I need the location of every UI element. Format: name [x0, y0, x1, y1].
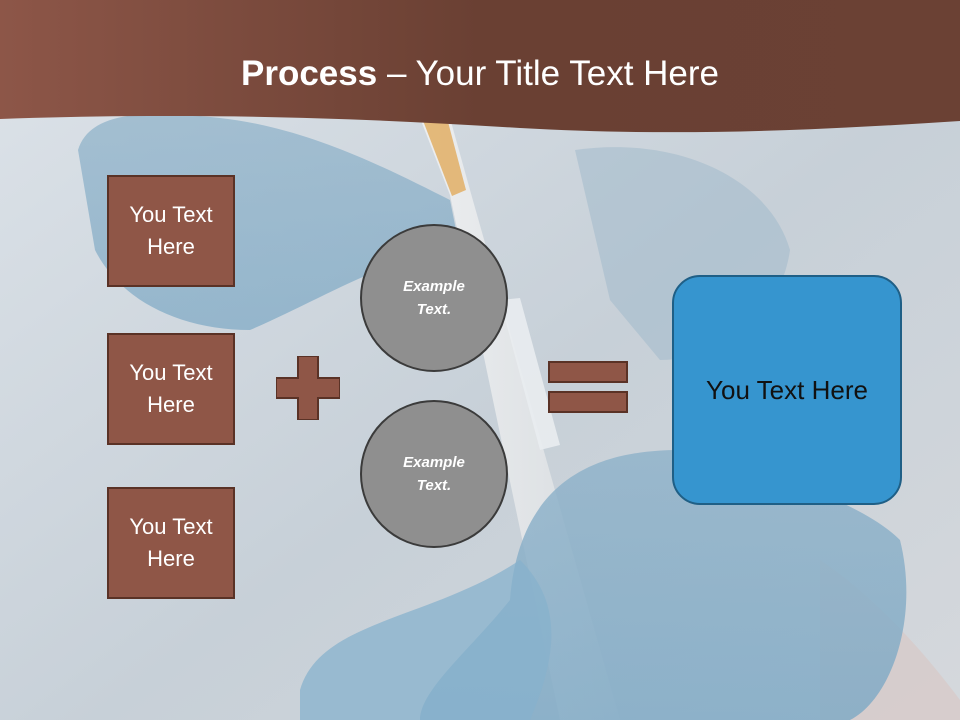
text-box-1-label: You Text Here [129, 202, 213, 259]
text-box-1: You Text Here [107, 175, 235, 287]
header-banner [0, 0, 960, 133]
result-box: You Text Here [672, 275, 902, 505]
plus-icon [276, 356, 340, 420]
page-title: Process – Your Title Text Here [0, 50, 960, 98]
example-circle-2-label: Example Text. [403, 454, 465, 494]
example-circle-2: Example Text. [360, 400, 508, 548]
equals-icon [548, 361, 628, 413]
example-circle-1: Example Text. [360, 224, 508, 372]
text-box-3: You Text Here [107, 487, 235, 599]
title-bold: Process [241, 54, 378, 93]
result-box-label: You Text Here [706, 375, 868, 405]
title-rest: – Your Title Text Here [377, 54, 719, 93]
example-circle-1-label: Example Text. [403, 278, 465, 318]
text-box-2-label: You Text Here [129, 360, 213, 417]
text-box-3-label: You Text Here [129, 514, 213, 571]
text-box-2: You Text Here [107, 333, 235, 445]
